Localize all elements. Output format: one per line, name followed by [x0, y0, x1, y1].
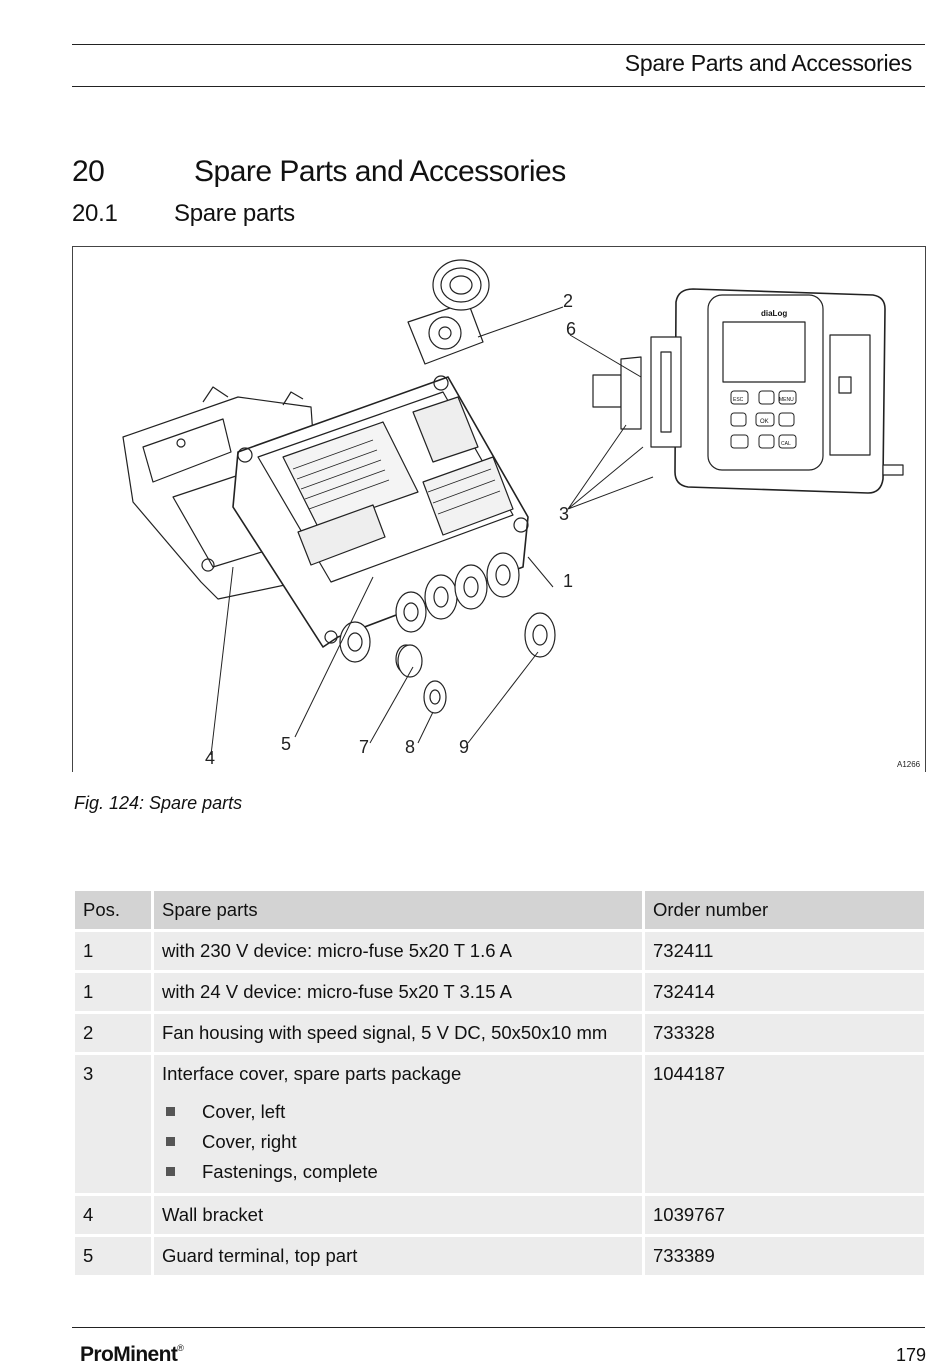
table-row: 5 Guard terminal, top part 733389	[75, 1237, 924, 1275]
cell-order: 733389	[645, 1237, 924, 1275]
figure-id: A1266	[897, 760, 921, 769]
header-rule-top	[72, 44, 925, 45]
col-header-spare-parts: Spare parts	[154, 891, 642, 929]
exploded-view-drawing: diaLog ESC MENU OK CAL 1 2 3 4 5 6 7	[122, 259, 921, 769]
key-cal: CAL	[781, 441, 791, 447]
list-item-text: Fastenings, complete	[202, 1161, 378, 1182]
chapter-number: 20	[72, 155, 105, 188]
spare-parts-table: Pos. Spare parts Order number 1 with 230…	[72, 888, 927, 1278]
spare-parts-figure: diaLog ESC MENU OK CAL 1 2 3 4 5 6 7	[72, 246, 926, 772]
list-item: Cover, left	[162, 1097, 634, 1127]
page-number: 179	[895, 1345, 926, 1365]
section-heading: 20.1 Spare parts	[72, 200, 295, 228]
cable-glands-drawing	[339, 552, 556, 714]
cell-pos: 1	[75, 932, 151, 970]
bullet-square-icon	[166, 1167, 175, 1176]
callout-1: 1	[563, 571, 573, 591]
cell-order: 732414	[645, 973, 924, 1011]
callout-9: 9	[459, 737, 469, 757]
key-menu: MENU	[779, 397, 794, 403]
section-number: 20.1	[72, 200, 118, 227]
controller-front-drawing: diaLog ESC MENU OK CAL	[650, 288, 904, 494]
col-header-order-number: Order number	[645, 891, 924, 929]
footer-rule	[72, 1327, 925, 1328]
col-header-pos: Pos.	[75, 891, 151, 929]
callout-2: 2	[563, 291, 573, 311]
device-label: diaLog	[761, 309, 787, 318]
cell-pos: 5	[75, 1237, 151, 1275]
table-row: 1 with 24 V device: micro-fuse 5x20 T 3.…	[75, 973, 924, 1011]
header-rule-bottom	[72, 86, 925, 87]
figure-caption: Fig. 124: Spare parts	[74, 793, 243, 813]
cell-order: 1039767	[645, 1196, 924, 1234]
registered-mark: ®	[177, 1343, 184, 1353]
running-header-title: Spare Parts and Accessories	[624, 50, 913, 76]
cell-pos: 3	[75, 1055, 151, 1193]
chapter-title: Spare Parts and Accessories	[194, 155, 566, 188]
sd-card-drawing	[592, 356, 642, 430]
prominent-logo: ProMinent®	[80, 1343, 184, 1367]
table-row: 3 Interface cover, spare parts package C…	[75, 1055, 924, 1193]
callout-3: 3	[559, 504, 569, 524]
cell-order: 733328	[645, 1014, 924, 1052]
cell-desc-with-list: Interface cover, spare parts package Cov…	[154, 1055, 642, 1193]
bullet-square-icon	[166, 1137, 175, 1146]
table-row: 1 with 230 V device: micro-fuse 5x20 T 1…	[75, 932, 924, 970]
callout-leaders	[210, 306, 654, 756]
cell-pos: 2	[75, 1014, 151, 1052]
cell-order: 732411	[645, 932, 924, 970]
callout-5: 5	[281, 734, 291, 754]
cell-desc: Interface cover, spare parts package	[162, 1063, 462, 1084]
key-esc: ESC	[733, 397, 744, 403]
main-housing-drawing	[232, 375, 529, 648]
bullet-square-icon	[166, 1107, 175, 1116]
bullet-list: Cover, left Cover, right Fastenings, com…	[162, 1097, 634, 1187]
cell-pos: 1	[75, 973, 151, 1011]
section-title: Spare parts	[174, 200, 295, 227]
list-item: Fastenings, complete	[162, 1157, 634, 1187]
table-row: 4 Wall bracket 1039767	[75, 1196, 924, 1234]
key-ok: OK	[760, 419, 769, 425]
fan-drawing	[407, 259, 490, 365]
cell-order: 1044187	[645, 1055, 924, 1193]
cell-desc: with 230 V device: micro-fuse 5x20 T 1.6…	[154, 932, 642, 970]
callout-4: 4	[205, 748, 215, 768]
chapter-heading: 20 Spare Parts and Accessories	[72, 155, 566, 189]
cell-desc: Fan housing with speed signal, 5 V DC, 5…	[154, 1014, 642, 1052]
list-item-text: Cover, right	[202, 1131, 297, 1152]
brand-name: ProMinent	[80, 1343, 178, 1366]
cell-desc: Wall bracket	[154, 1196, 642, 1234]
cell-desc: with 24 V device: micro-fuse 5x20 T 3.15…	[154, 973, 642, 1011]
cell-pos: 4	[75, 1196, 151, 1234]
table-row: 2 Fan housing with speed signal, 5 V DC,…	[75, 1014, 924, 1052]
cell-desc: Guard terminal, top part	[154, 1237, 642, 1275]
callout-7: 7	[359, 737, 369, 757]
list-item-text: Cover, left	[202, 1101, 286, 1122]
callout-8: 8	[405, 737, 415, 757]
list-item: Cover, right	[162, 1127, 634, 1157]
callout-6: 6	[566, 319, 576, 339]
table-header-row: Pos. Spare parts Order number	[75, 891, 924, 929]
